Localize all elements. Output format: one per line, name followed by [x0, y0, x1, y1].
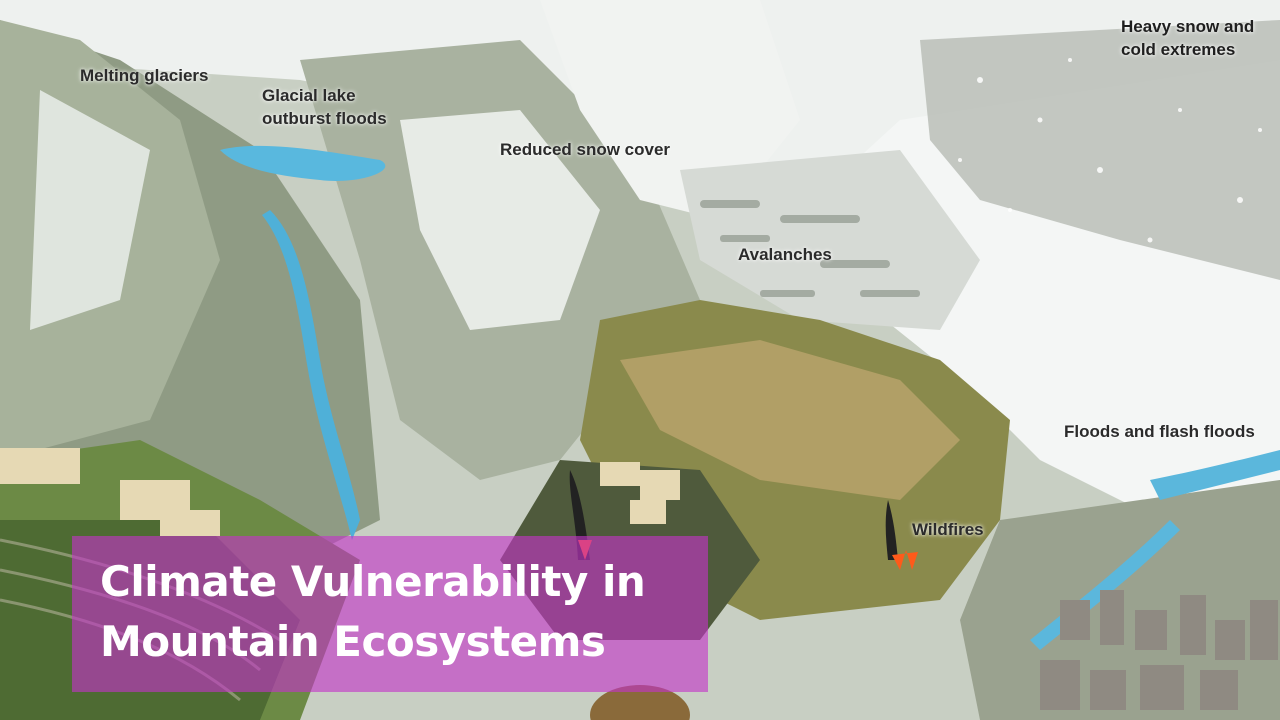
wildfire-smoke-right — [885, 500, 918, 570]
label-floods: Floods and flash floods — [1064, 422, 1255, 441]
title-banner — [72, 536, 708, 692]
label-avalanches: Avalanches — [738, 245, 832, 264]
banner-title-line2: Mountain Ecosystems — [100, 617, 606, 666]
banner-title-line1: Climate Vulnerability in — [100, 557, 646, 606]
label-glacial-lake-line2: outburst floods — [262, 109, 387, 128]
label-reduced-snow-cover: Reduced snow cover — [500, 140, 671, 159]
label-glacial-lake-line1: Glacial lake — [262, 86, 356, 105]
label-wildfires: Wildfires — [912, 520, 984, 539]
label-heavy-snow-line2: cold extremes — [1121, 40, 1236, 59]
label-melting-glaciers: Melting glaciers — [80, 66, 209, 85]
label-heavy-snow-line1: Heavy snow and — [1121, 17, 1255, 36]
banner-title: Climate Vulnerability in Mountain Ecosys… — [100, 552, 700, 672]
